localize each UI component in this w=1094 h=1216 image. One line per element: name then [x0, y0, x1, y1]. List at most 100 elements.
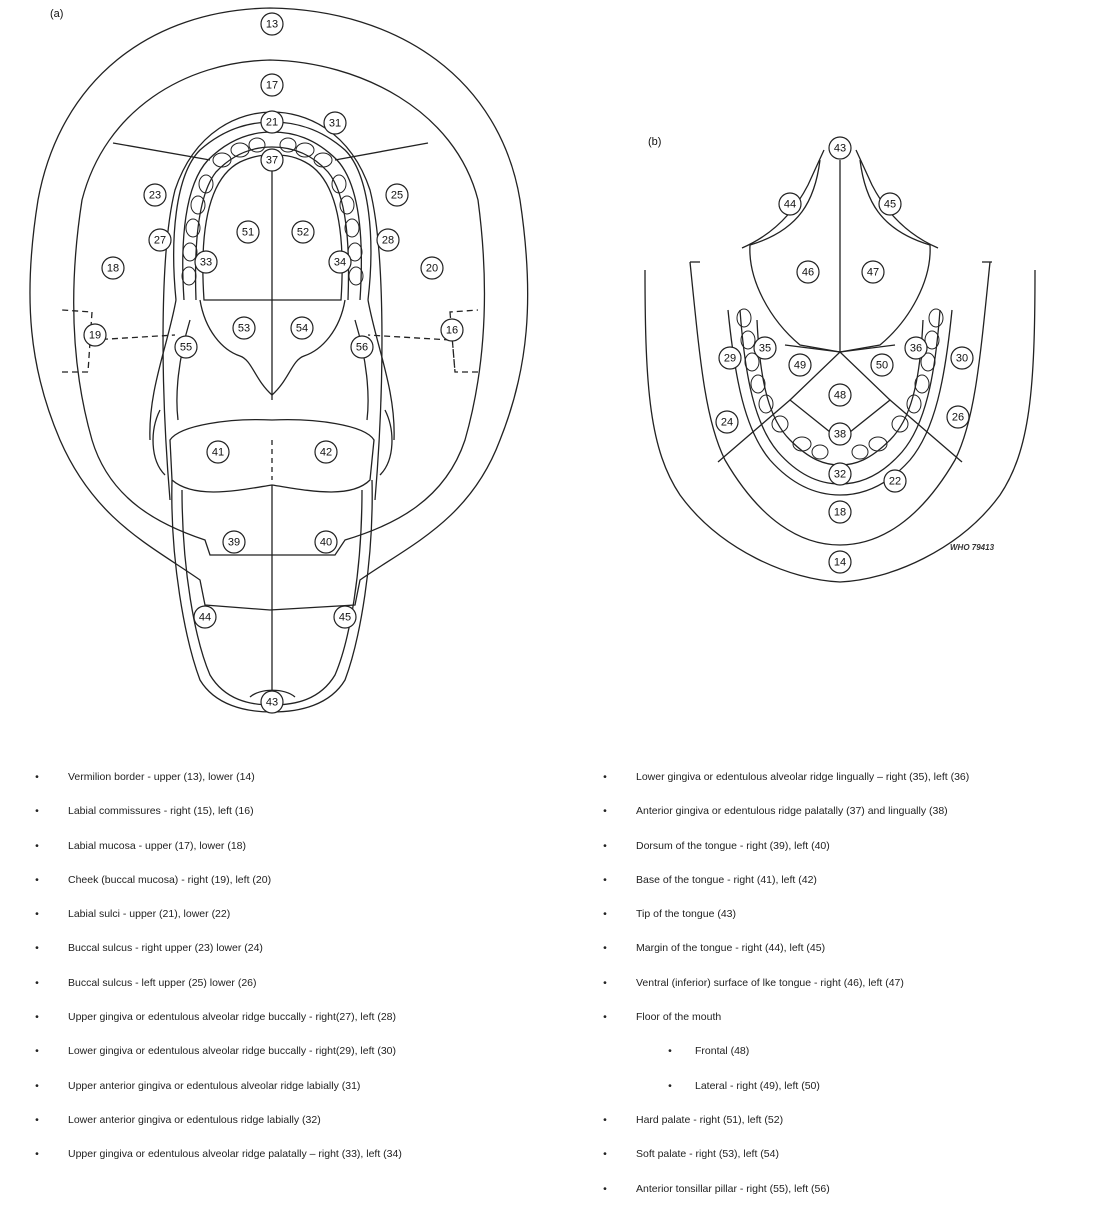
- region-number: 44: [784, 199, 796, 211]
- panel-a-region-label: 18: [102, 257, 124, 279]
- panel-b-region-label: 49: [789, 354, 811, 376]
- panel-a-region-label: 43: [261, 691, 283, 713]
- bullet-icon: •: [600, 1113, 610, 1127]
- region-number: 34: [334, 257, 346, 269]
- legend-item: •Upper anterior gingiva or edentulous al…: [32, 1079, 552, 1113]
- bullet-icon: •: [600, 1182, 610, 1196]
- bullet-icon: •: [600, 873, 610, 887]
- region-number: 38: [834, 429, 846, 441]
- panel-b-region-label: 47: [862, 261, 884, 283]
- region-number: 22: [889, 476, 901, 488]
- legend-item-text: Anterior gingiva or edentulous ridge pal…: [636, 804, 948, 818]
- region-number: 56: [356, 342, 368, 354]
- panel-a-region-label: 54: [291, 317, 313, 339]
- legend-item-text: Buccal sulcus - right upper (23) lower (…: [68, 941, 263, 955]
- bullet-icon: •: [600, 907, 610, 921]
- region-number: 43: [266, 697, 278, 709]
- legend-item-text: Ventral (inferior) surface of lke tongue…: [636, 976, 904, 990]
- bullet-icon: •: [32, 1044, 42, 1058]
- bullet-icon: •: [600, 1147, 610, 1161]
- panel-b-region-label: 44: [779, 193, 801, 215]
- legend-item: • Buccal sulcus - right upper (23) lower …: [32, 941, 552, 975]
- bullet-icon: •: [600, 976, 610, 990]
- bullet-icon: •: [32, 941, 42, 955]
- region-number: 28: [382, 235, 394, 247]
- panel-b-region-label: 36: [905, 337, 927, 359]
- region-number: 40: [320, 537, 332, 549]
- legend-item: •Frontal (48): [600, 1044, 1090, 1078]
- legend-item-text: Buccal sulcus - left upper (25) lower (2…: [68, 976, 257, 990]
- legend-item: •Lower gingiva or edentulous alveolar ri…: [600, 770, 1090, 804]
- bullet-icon: •: [32, 770, 42, 784]
- panel-a-region-label: 55: [175, 336, 197, 358]
- region-number: 35: [759, 343, 771, 355]
- panel-a-region-label: 56: [351, 336, 373, 358]
- panel-b-region-label: 38: [829, 423, 851, 445]
- region-number: 45: [339, 612, 351, 624]
- bullet-icon: •: [32, 1079, 42, 1093]
- panel-a-region-label: 42: [315, 441, 337, 463]
- legend-item-text: Lower gingiva or edentulous alveolar rid…: [636, 770, 969, 784]
- figure-stamp: WHO 79413: [950, 543, 995, 552]
- panel-a-region-label: 41: [207, 441, 229, 463]
- region-number: 50: [876, 360, 888, 372]
- bullet-icon: •: [32, 1113, 42, 1127]
- legend-item-text: Labial mucosa - upper (17), lower (18): [68, 839, 246, 853]
- panel-a-region-label: 20: [421, 257, 443, 279]
- legend-item: •Hard palate - right (51), left (52): [600, 1113, 1090, 1147]
- region-number: 30: [956, 353, 968, 365]
- legend-item: •Lower anterior gingiva or edentulous ri…: [32, 1113, 552, 1147]
- panel-b-region-label: 48: [829, 384, 851, 406]
- panel-b-region-label: 22: [884, 470, 906, 492]
- region-number: 18: [834, 507, 846, 519]
- legend-item: • Ventral (inferior) surface of lke tongu…: [600, 976, 1090, 1010]
- region-number: 16: [446, 325, 458, 337]
- region-number: 41: [212, 447, 224, 459]
- panel-a-region-label: 39: [223, 531, 245, 553]
- panel-a-region-label: 13: [261, 13, 283, 35]
- region-number: 47: [867, 267, 879, 279]
- region-number: 42: [320, 447, 332, 459]
- region-number: 51: [242, 227, 254, 239]
- legend-item: • Anterior gingiva or edentulous ridge pa…: [600, 804, 1090, 838]
- panel-a-region-label: 40: [315, 531, 337, 553]
- legend-item: •Soft palate - right (53), left (54): [600, 1147, 1090, 1181]
- legend-item-text: Margin of the tongue - right (44), left …: [636, 941, 825, 955]
- legend-item: •Upper gingiva or edentulous alveolar ri…: [32, 1147, 552, 1181]
- legend-item-text: Labial commissures - right (15), left (1…: [68, 804, 254, 818]
- panel-a-region-label: 28: [377, 229, 399, 251]
- bullet-icon: •: [32, 839, 42, 853]
- legend-item: •Base of the tongue - right (41), left (…: [600, 873, 1090, 907]
- panel-a-region-label: 17: [261, 74, 283, 96]
- legend-item: • Buccal sulcus - left upper (25) lower (…: [32, 976, 552, 1010]
- bullet-icon: •: [32, 873, 42, 887]
- legend-item-text: Anterior tonsillar pillar - right (55), …: [636, 1182, 830, 1196]
- legend-item: •Lateral - right (49), left (50): [600, 1079, 1090, 1113]
- region-number: 39: [228, 537, 240, 549]
- panel-a-region-label: 25: [386, 184, 408, 206]
- region-number: 23: [149, 190, 161, 202]
- bullet-icon: •: [32, 976, 42, 990]
- legend-item-text: Lower gingiva or edentulous alveolar rid…: [68, 1044, 396, 1058]
- legend-item: • Anterior tonsillar pillar - right (55),…: [600, 1182, 1090, 1216]
- legend-item: •Floor of the mouth: [600, 1010, 1090, 1044]
- panel-b-region-label: 32: [829, 463, 851, 485]
- panel-a-region-label: 37: [261, 149, 283, 171]
- region-number: 49: [794, 360, 806, 372]
- legend-item: •Margin of the tongue - right (44), left…: [600, 941, 1090, 975]
- legend-right-column: • Lower gingiva or edentulous alveolar ri…: [600, 770, 1090, 1216]
- region-number: 31: [329, 118, 341, 130]
- bullet-icon: •: [600, 1010, 610, 1024]
- bullet-icon: •: [600, 804, 610, 818]
- panel-b-region-label: 35: [754, 337, 776, 359]
- legend-item: • Labial mucosa - upper (17), lower (18): [32, 839, 552, 873]
- panel-b-region-label: 24: [716, 411, 738, 433]
- panel-a-region-label: 53: [233, 317, 255, 339]
- legend-item-text: Labial sulci - upper (21), lower (22): [68, 907, 230, 921]
- legend-item: •Labial commissures - right (15), left (…: [32, 804, 552, 838]
- legend-item-text: Upper gingiva or edentulous alveolar rid…: [68, 1010, 396, 1024]
- region-number: 32: [834, 469, 846, 481]
- panel-b-region-label: 29: [719, 347, 741, 369]
